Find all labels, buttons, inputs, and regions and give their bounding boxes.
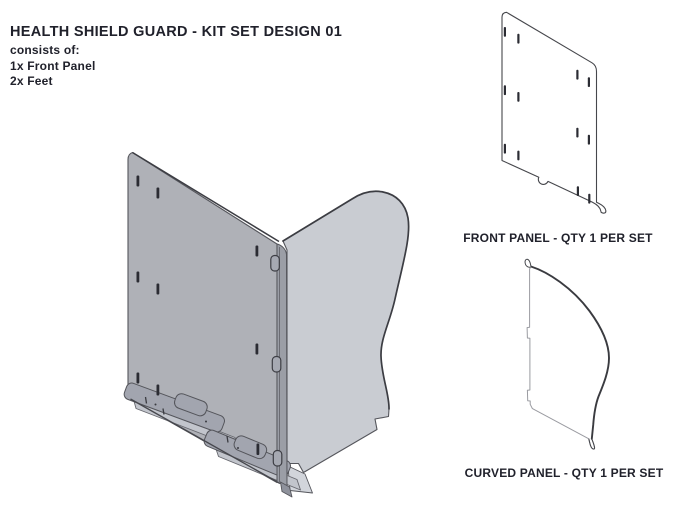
content-item-feet: 2x Feet xyxy=(10,74,53,88)
curved-panel-detail-view xyxy=(524,258,610,450)
hook-tab xyxy=(270,254,280,272)
curved-panel-3d xyxy=(282,190,410,474)
assembly-isometric-view xyxy=(123,151,410,498)
curved-panel-outline-2d xyxy=(526,266,610,450)
foot-hole xyxy=(154,403,157,406)
panel-slot-2d xyxy=(517,92,520,102)
foot-tick-mark xyxy=(162,408,165,415)
front-panel-callout: FRONT PANEL - QTY 1 PER SET xyxy=(463,231,653,245)
panel-slot xyxy=(136,372,140,384)
front-panel-bottom-edge xyxy=(130,398,281,485)
sheet-title: HEALTH SHIELD GUARD - KIT SET DESIGN 01 xyxy=(10,24,343,40)
panel-slot-2d xyxy=(503,27,506,37)
curved-top-hook-2d xyxy=(524,258,532,268)
front-panel-top-edge xyxy=(132,151,280,243)
foot-tick-mark xyxy=(144,396,148,404)
panel-slot-2d xyxy=(503,143,506,154)
foot-left-bump xyxy=(174,393,208,417)
panel-slot-2d xyxy=(587,134,590,145)
panel-slot xyxy=(156,187,160,199)
panel-slot-2d xyxy=(517,150,520,161)
panel-slot-2d xyxy=(588,193,591,204)
foot-slot xyxy=(256,443,260,455)
panel-slot xyxy=(136,175,140,187)
foot-hole xyxy=(205,420,207,423)
panel-slot xyxy=(255,245,259,257)
foot-hole xyxy=(237,447,239,449)
consists-of-label: consists of: xyxy=(10,43,80,57)
hook-tab xyxy=(272,449,283,467)
curved-edge-bold-2d xyxy=(530,265,610,440)
edge-band-foot-tip xyxy=(280,481,293,498)
panel-slot xyxy=(156,384,160,396)
front-panel-detail-view xyxy=(501,11,607,214)
foot-tick-mark xyxy=(226,435,229,443)
panel-slot xyxy=(136,271,140,283)
content-item-front-panel: 1x Front Panel xyxy=(10,58,96,73)
panel-slot xyxy=(156,283,160,295)
curved-panel-outline-bold xyxy=(282,190,410,410)
panel-slot-2d xyxy=(587,77,590,87)
panel-slot-2d xyxy=(576,69,579,80)
panel-slot xyxy=(255,343,259,355)
panel-slot-2d xyxy=(576,127,579,138)
curved-foot-2d xyxy=(588,438,596,450)
hook-tab xyxy=(271,355,282,373)
panel-slot-2d xyxy=(517,33,520,44)
curved-panel-callout: CURVED PANEL - QTY 1 PER SET xyxy=(464,466,664,480)
panel-slot-2d xyxy=(503,85,506,96)
panel-slot-2d xyxy=(576,186,579,196)
title-block: HEALTH SHIELD GUARD - KIT SET DESIGN 01 … xyxy=(10,24,342,90)
front-panel-outline-2d xyxy=(501,11,607,214)
